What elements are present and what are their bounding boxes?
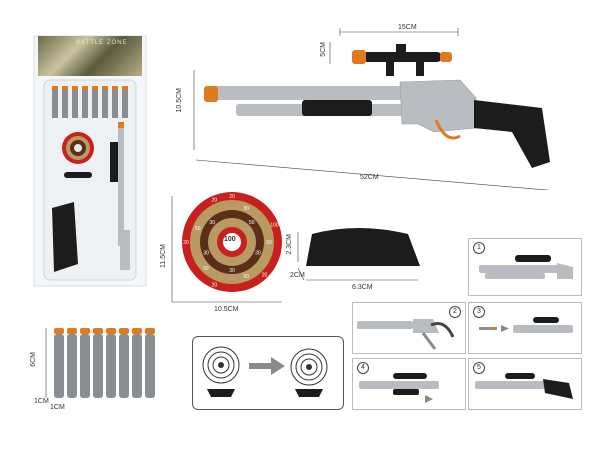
dim-dart-diameter-b: 1CM xyxy=(50,404,65,411)
step-5: 5 xyxy=(468,358,582,410)
target-score-label: 20 xyxy=(212,198,218,204)
step-3: 3 xyxy=(468,302,582,354)
dim-target-height: 11.5CM xyxy=(160,244,167,268)
dim-target-width: 10.5CM xyxy=(214,306,239,313)
dim-base-height: 2.3CM xyxy=(286,234,293,255)
target-section: 20 30 50 100 50 30 20 50 30 20 50 30 20 50 30 20 xyxy=(160,190,320,320)
dim-dart-diameter-a: 1CM xyxy=(34,398,49,405)
step-5-number: 5 xyxy=(473,362,485,374)
target-score-label: 50 xyxy=(195,226,201,232)
receiver xyxy=(399,79,477,140)
gun-illustration xyxy=(193,28,571,193)
package-illustration xyxy=(33,35,147,287)
barrel xyxy=(204,86,410,116)
base-section xyxy=(288,222,448,292)
step-1-number: 1 xyxy=(473,242,485,254)
dim-gun-height: 10.5CM xyxy=(176,88,183,113)
flip-illustration xyxy=(202,346,328,397)
package xyxy=(30,30,150,290)
target-flip-demo xyxy=(192,336,344,410)
target-score-label: 30 xyxy=(243,206,249,212)
target-score-label: 20 xyxy=(212,283,218,289)
stock xyxy=(474,100,550,168)
target-center-label: 100 xyxy=(224,236,236,243)
step-3-illustration xyxy=(479,317,573,333)
scope xyxy=(352,44,452,76)
dim-dart-length: 6CM xyxy=(30,352,37,367)
target-score-label: 100 xyxy=(270,222,279,228)
package-darts xyxy=(52,86,128,118)
dim-scope-width: 15CM xyxy=(398,24,417,31)
step-5-illustration xyxy=(475,373,573,399)
darts-illustration xyxy=(45,328,155,398)
package-header-label: BATTLE ZONE xyxy=(76,40,128,46)
darts-section xyxy=(40,324,170,414)
target-score-label: 50 xyxy=(243,274,249,280)
step-4-number: 4 xyxy=(357,362,369,374)
dim-base-depth: 2CM xyxy=(290,272,305,279)
package-header: BATTLE ZONE xyxy=(38,36,142,76)
step-1-illustration xyxy=(479,255,573,279)
step-2: 2 xyxy=(352,302,466,354)
target-illustration: 20 30 50 100 50 30 20 50 30 20 50 30 20 50 30 20 xyxy=(171,192,282,303)
target-board: 20 30 50 100 50 30 20 50 30 20 50 30 20 50 30 20 xyxy=(182,192,282,292)
target-score-label: 50 xyxy=(249,220,255,226)
target-score-label: 30 xyxy=(209,220,215,226)
target-score-label: 20 xyxy=(262,273,268,279)
target-score-label: 20 xyxy=(183,240,189,246)
dim-base-width: 6.3CM xyxy=(352,284,373,291)
main-gun xyxy=(190,20,590,193)
target-standing xyxy=(202,346,240,397)
step-2-number: 2 xyxy=(449,306,461,318)
target-score-label: 30 xyxy=(229,268,235,274)
dim-scope-height: 5CM xyxy=(320,42,327,57)
package-stock xyxy=(52,202,78,272)
step-1: 1 xyxy=(468,238,582,296)
target-score-label: 50 xyxy=(203,266,209,272)
base-illustration xyxy=(297,228,420,281)
arrow-icon xyxy=(249,357,285,375)
target-flipped xyxy=(290,348,328,397)
package-target xyxy=(62,132,94,178)
target-score-label: 30 xyxy=(203,251,209,257)
step-2-illustration xyxy=(357,319,455,350)
package-gun xyxy=(110,122,130,270)
step-3-number: 3 xyxy=(473,306,485,318)
step-4: 4 xyxy=(352,358,466,410)
target-score-label: 30 xyxy=(255,251,261,257)
step-4-illustration xyxy=(359,373,439,403)
dim-gun-length: 52CM xyxy=(360,174,379,181)
target-score-label: 50 xyxy=(266,240,272,246)
target-score-label: 20 xyxy=(229,194,235,200)
dart-row xyxy=(54,328,155,398)
